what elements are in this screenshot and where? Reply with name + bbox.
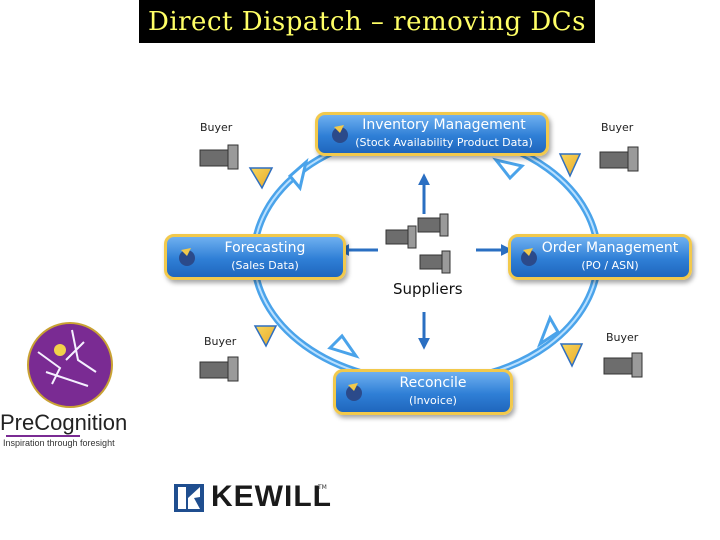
triangle-marker-icon xyxy=(558,153,582,178)
node-icon xyxy=(521,248,537,266)
buyer-label: Buyer xyxy=(204,335,237,348)
node-title: Order Management xyxy=(541,240,679,256)
cycle-arrow-icon xyxy=(327,333,360,359)
node-order-management: Order Management (PO / ASN) xyxy=(508,234,692,280)
cycle-arrow-icon xyxy=(287,157,309,192)
kewill-trademark: TM xyxy=(318,484,327,491)
suppliers-label: Suppliers xyxy=(393,280,463,298)
kewill-mark-icon xyxy=(174,484,204,512)
page-title: Direct Dispatch – removing DCs xyxy=(147,6,587,37)
precognition-logo-text: PreCognition xyxy=(0,410,128,435)
precognition-tagline: Inspiration through foresight xyxy=(3,438,115,448)
node-title: Reconcile xyxy=(399,375,467,391)
buyer-label: Buyer xyxy=(606,331,639,344)
title-bar: Direct Dispatch – removing DCs xyxy=(139,0,595,43)
precognition-globe-icon xyxy=(27,322,113,408)
triangle-marker-icon xyxy=(248,167,274,190)
kewill-logo-text: KEWILL xyxy=(211,480,332,513)
buyer-computers xyxy=(199,144,643,382)
node-subtitle: (PO / ASN) xyxy=(581,259,639,272)
node-icon xyxy=(332,125,348,143)
computer-icon xyxy=(603,352,643,378)
node-inventory-management: Inventory Management (Stock Availability… xyxy=(315,112,549,156)
buyer-markers xyxy=(248,153,584,368)
node-subtitle: (Invoice) xyxy=(409,394,457,407)
node-reconcile: Reconcile (Invoice) xyxy=(333,369,513,415)
computer-icon xyxy=(599,146,639,172)
triangle-marker-icon xyxy=(253,325,278,348)
supplier-computers xyxy=(385,213,451,274)
computer-icon xyxy=(419,250,451,274)
triangle-marker-icon xyxy=(559,343,584,368)
cycle-arrow-icon xyxy=(536,314,560,348)
node-subtitle: (Stock Availability Product Data) xyxy=(355,136,533,149)
node-icon xyxy=(179,248,195,266)
node-forecasting: Forecasting (Sales Data) xyxy=(164,234,346,280)
computer-icon xyxy=(417,213,449,237)
buyer-label: Buyer xyxy=(601,121,634,134)
supplier-arrows xyxy=(337,173,513,350)
cycle-arrowheads xyxy=(287,157,560,359)
node-title: Forecasting xyxy=(224,240,306,256)
computer-icon xyxy=(385,225,417,249)
computer-icon xyxy=(199,144,239,170)
node-icon xyxy=(346,383,362,401)
node-title: Inventory Management xyxy=(362,117,526,133)
node-subtitle: (Sales Data) xyxy=(231,259,299,272)
buyer-label: Buyer xyxy=(200,121,233,134)
computer-icon xyxy=(199,356,239,382)
cycle-arrow-icon xyxy=(492,157,525,181)
